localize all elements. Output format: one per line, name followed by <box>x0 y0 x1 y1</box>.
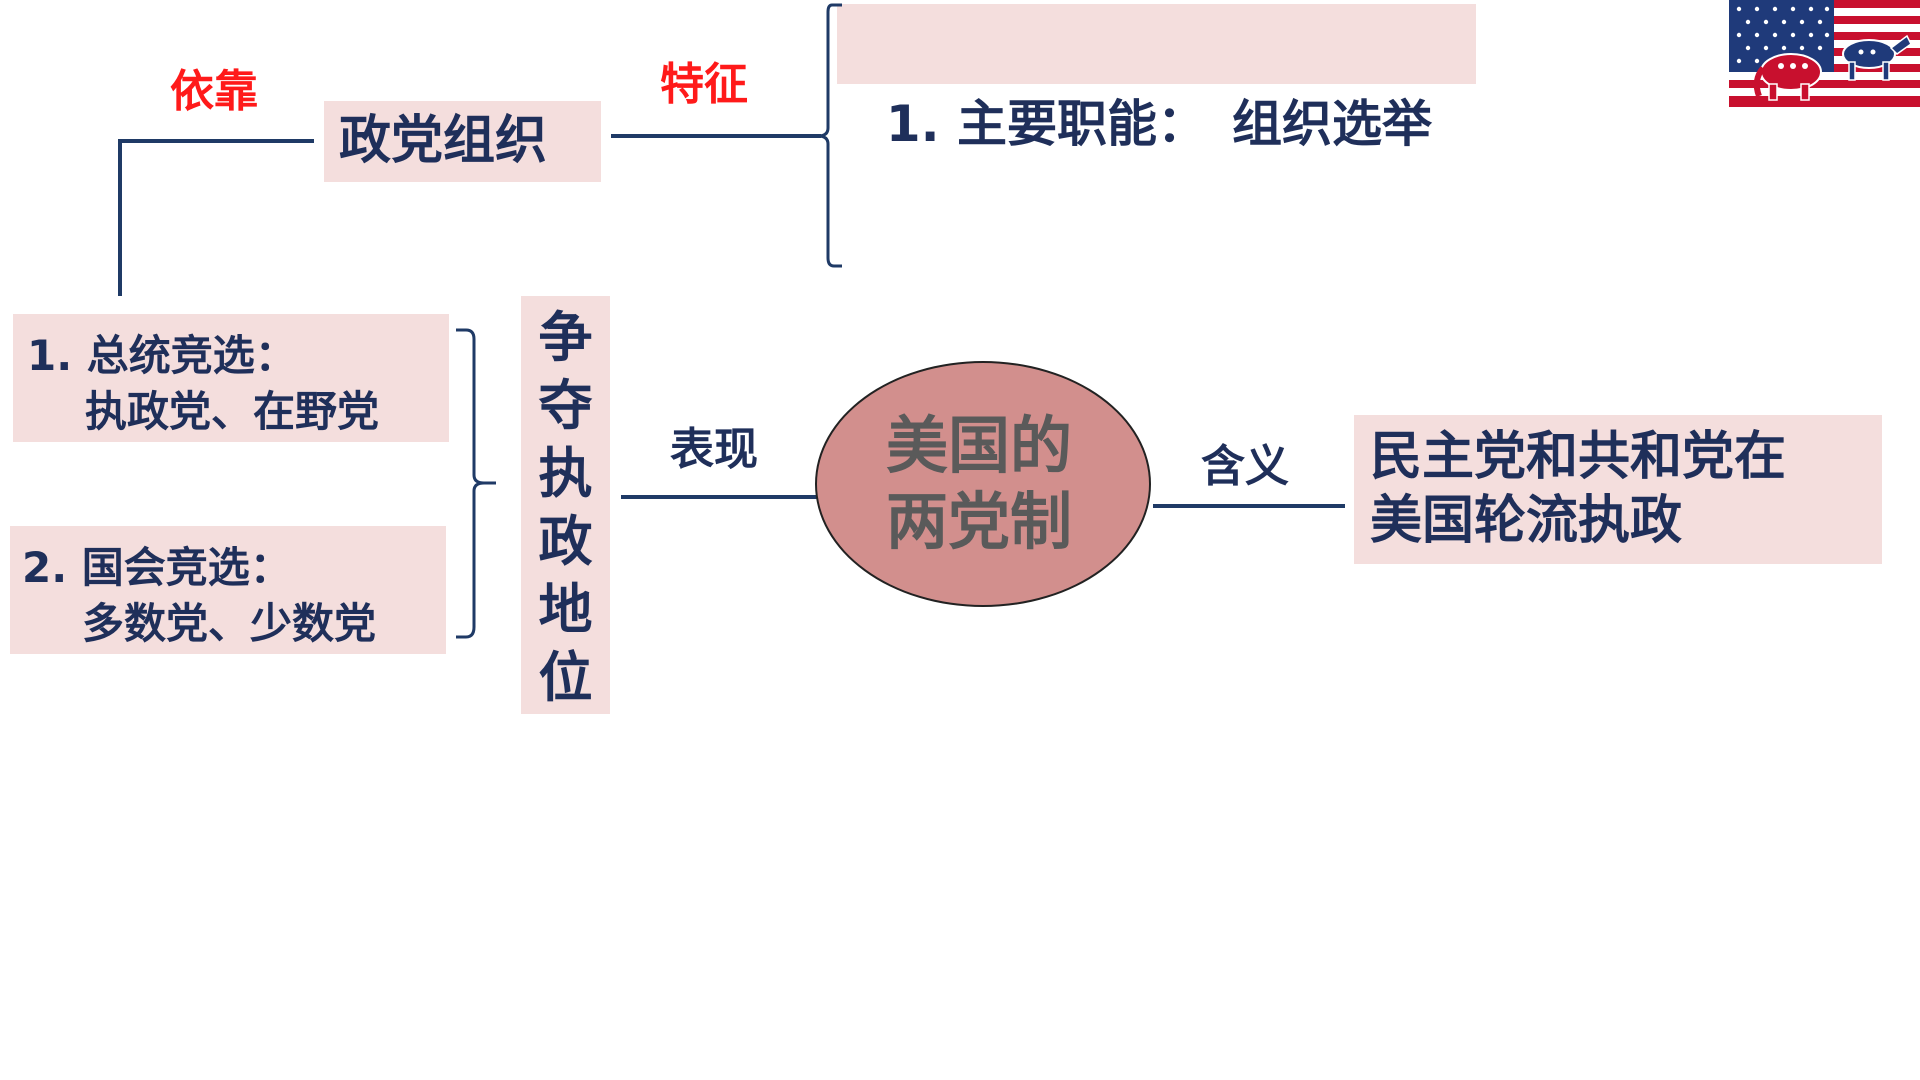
definition-text: 民主党和共和党在美国轮流执政 <box>1370 425 1830 553</box>
main-function-text: 1. 主要职能： 组织选举 <box>886 95 1432 153</box>
presidential-election-title: 1. 总统竞选： <box>27 328 449 384</box>
congress-election-box: 2. 国会竞选： 多数党、少数党 <box>10 526 446 654</box>
election-brace <box>452 325 502 645</box>
meaning-label: 含义 <box>1201 445 1289 489</box>
presidential-election-detail: 执政党、在野党 <box>27 384 449 440</box>
compete-power-text: 争夺执政地位 <box>536 304 596 712</box>
connector-manifestation <box>621 495 817 499</box>
connector-meaning <box>1153 504 1345 508</box>
party-organization-text: 政党组织 <box>339 111 547 171</box>
us-flag-party-mascots-icon <box>1729 0 1920 107</box>
definition-box: 民主党和共和党在美国轮流执政 <box>1354 415 1882 564</box>
congress-election-detail: 多数党、少数党 <box>22 596 446 652</box>
feature-brace <box>810 0 850 275</box>
manifestation-label: 表现 <box>670 428 758 472</box>
center-node-text: 美国的两党制 <box>869 408 1089 559</box>
congress-election-title: 2. 国会竞选： <box>22 540 446 596</box>
compete-power-box: 争夺执政地位 <box>521 296 610 714</box>
feature-label: 特征 <box>660 63 748 107</box>
connector-feature <box>611 134 821 138</box>
rely-on-label: 依靠 <box>170 70 258 114</box>
connector-rely-vertical <box>118 139 122 296</box>
party-organization-box: 政党组织 <box>324 101 601 182</box>
presidential-election-box: 1. 总统竞选： 执政党、在野党 <box>13 314 449 442</box>
main-function-box: 1. 主要职能： 组织选举 <box>837 4 1476 84</box>
connector-rely-horizontal <box>118 139 314 143</box>
us-two-party-system-node: 美国的两党制 <box>815 361 1151 607</box>
